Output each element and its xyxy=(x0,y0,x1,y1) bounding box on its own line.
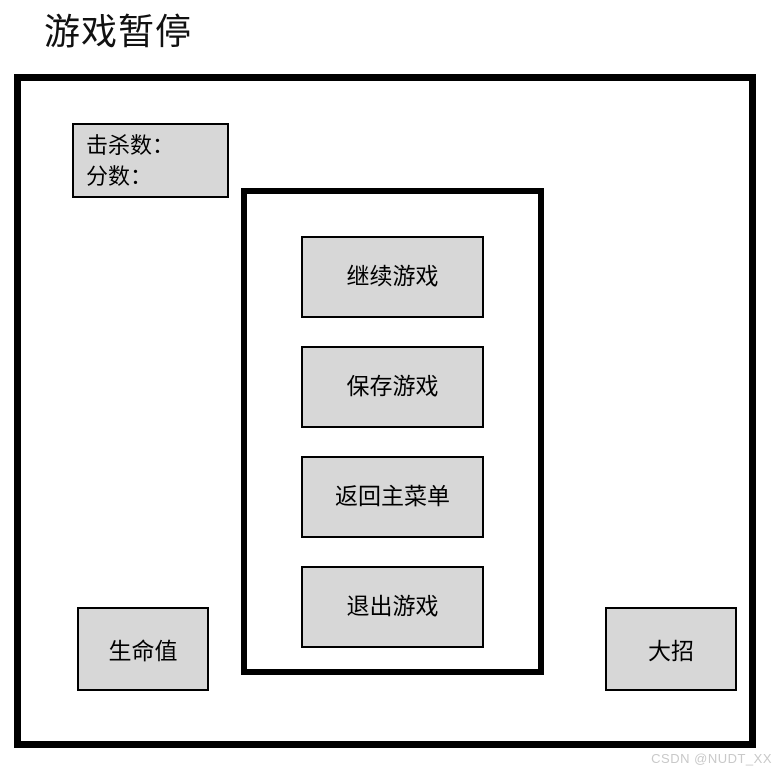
continue-game-button[interactable]: 继续游戏 xyxy=(301,236,484,318)
score-label: 分数： xyxy=(86,163,153,189)
stats-panel: 击杀数： 分数： xyxy=(72,123,229,198)
health-panel: 生命值 xyxy=(77,607,209,691)
page-title: 游戏暂停 xyxy=(44,12,193,52)
pause-dialog: 继续游戏 保存游戏 返回主菜单 退出游戏 xyxy=(241,188,544,675)
pause-menu-button-list: 继续游戏 保存游戏 返回主菜单 退出游戏 xyxy=(247,194,538,669)
kills-label: 击杀数： xyxy=(86,132,175,158)
save-game-button[interactable]: 保存游戏 xyxy=(301,346,484,428)
return-to-main-menu-button[interactable]: 返回主菜单 xyxy=(301,456,484,538)
ultimate-skill-panel: 大招 xyxy=(605,607,737,691)
watermark: CSDN @NUDT_XX xyxy=(651,751,772,766)
game-screen-frame: 击杀数： 分数： 继续游戏 保存游戏 返回主菜单 退出游戏 生命值 大招 xyxy=(14,74,756,748)
quit-game-button[interactable]: 退出游戏 xyxy=(301,566,484,648)
